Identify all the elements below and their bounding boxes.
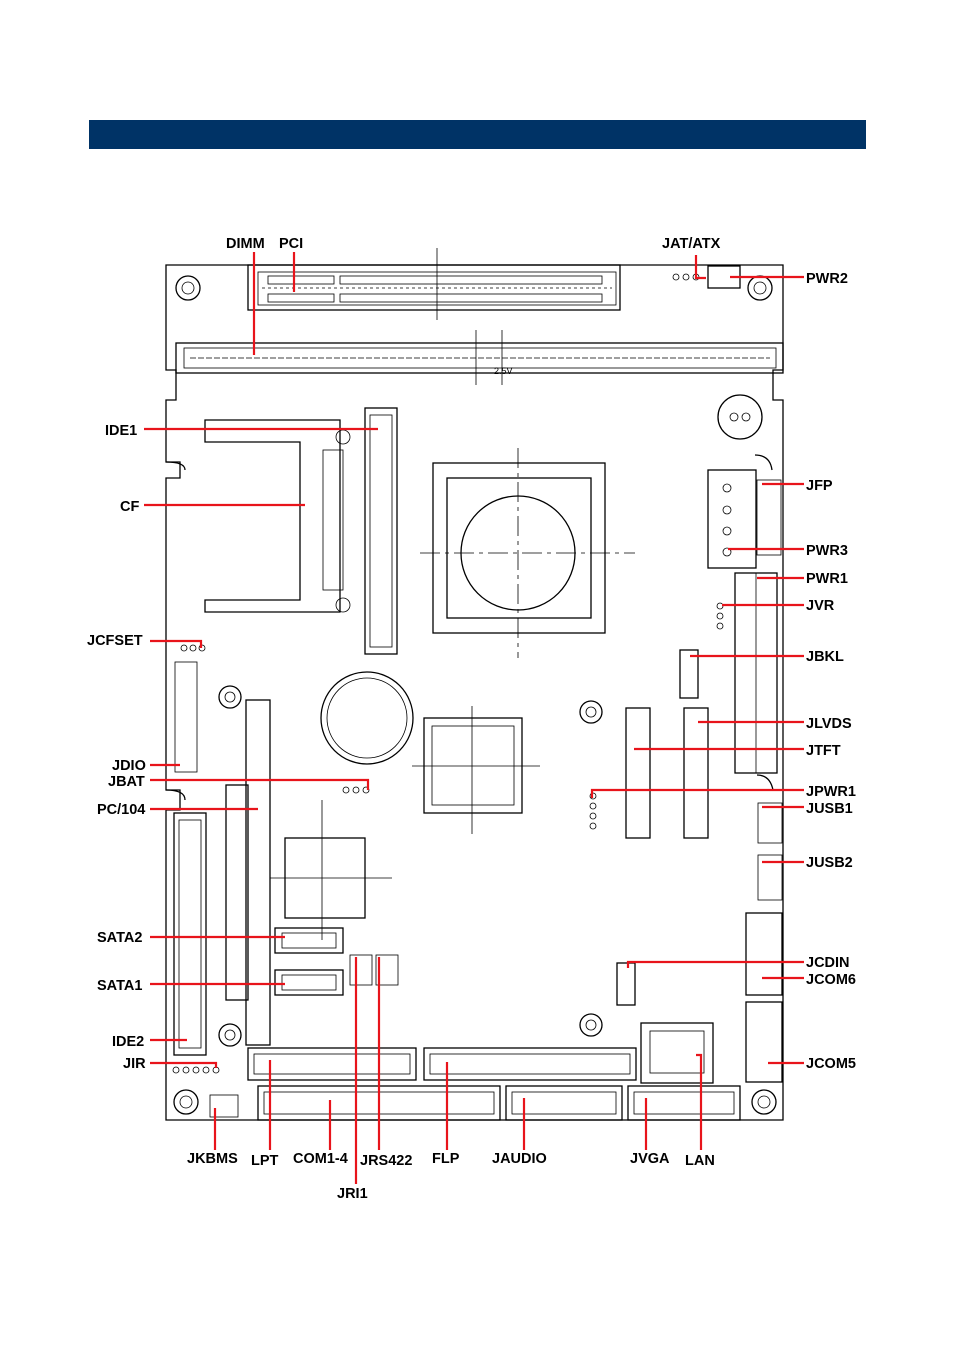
label-lan: LAN xyxy=(685,1153,715,1169)
jvga-connector xyxy=(628,1086,740,1120)
label-jcom6: JCOM6 xyxy=(806,972,856,988)
sata2-connector xyxy=(275,928,343,953)
dimm-voltage-text: 2.5V xyxy=(494,366,513,376)
pci-slot xyxy=(248,248,620,320)
jcom5-header xyxy=(746,1002,782,1082)
label-cf: CF xyxy=(120,499,139,515)
lpt-connector xyxy=(248,1048,416,1080)
label-jvr: JVR xyxy=(806,598,835,614)
jlvds-connector xyxy=(626,708,708,838)
label-jpwr1: JPWR1 xyxy=(806,784,856,800)
label-jat-atx: JAT/ATX xyxy=(662,236,721,252)
jcom6-header xyxy=(746,913,782,995)
label-jbkl: JBKL xyxy=(806,649,844,665)
board-outline xyxy=(166,265,783,1120)
component-labels: DIMM PCI JAT/ATX PWR2 IDE1 CF JCFSET JDI… xyxy=(87,236,856,1202)
mounting-hole-icon xyxy=(174,276,776,1114)
ide2-connector xyxy=(174,813,206,1055)
sata1-connector xyxy=(275,970,343,995)
label-pwr1: PWR1 xyxy=(806,571,848,587)
dimm-slot: 2.5V xyxy=(176,330,783,385)
label-com1-4: COM1-4 xyxy=(293,1151,348,1167)
jdio-header xyxy=(175,662,197,772)
label-jusb2: JUSB2 xyxy=(806,855,853,871)
cf-socket xyxy=(205,420,350,612)
label-jcom5: JCOM5 xyxy=(806,1056,856,1072)
label-pwr3: PWR3 xyxy=(806,543,848,559)
chipset-chip xyxy=(412,706,540,834)
label-jdio: JDIO xyxy=(112,758,146,774)
label-jcfset: JCFSET xyxy=(87,633,143,649)
lan-jack xyxy=(641,1023,713,1083)
label-sata1: SATA1 xyxy=(97,978,142,994)
pc104-connector xyxy=(226,700,270,1045)
jvr-header xyxy=(717,603,723,629)
label-flp: FLP xyxy=(432,1151,460,1167)
label-jrs422: JRS422 xyxy=(360,1153,412,1169)
jcdin-connector xyxy=(617,963,635,1005)
label-jlvds: JLVDS xyxy=(806,716,852,732)
buzzer-icon xyxy=(718,395,762,439)
label-jir: JIR xyxy=(123,1056,146,1072)
jri-jrs422-headers xyxy=(350,955,398,985)
label-jbat: JBAT xyxy=(108,774,145,790)
label-lpt: LPT xyxy=(251,1153,279,1169)
pwr3-connector xyxy=(708,470,756,568)
label-jkbms: JKBMS xyxy=(187,1151,238,1167)
label-jfp: JFP xyxy=(806,478,833,494)
cpu-chip xyxy=(420,448,635,658)
label-ide1: IDE1 xyxy=(105,423,137,439)
flp-connector xyxy=(424,1048,636,1080)
label-ide2: IDE2 xyxy=(112,1034,144,1050)
bios-chip xyxy=(270,800,392,940)
label-jvga: JVGA xyxy=(630,1151,670,1167)
label-jtft: JTFT xyxy=(806,743,841,759)
jir-header xyxy=(173,1067,219,1073)
battery-icon xyxy=(321,672,413,764)
label-jusb1: JUSB1 xyxy=(806,801,853,817)
label-pci: PCI xyxy=(279,236,303,252)
label-dimm: DIMM xyxy=(226,236,265,252)
jbkl-connector xyxy=(680,650,698,698)
label-pc104: PC/104 xyxy=(97,802,145,818)
label-pwr2: PWR2 xyxy=(806,271,848,287)
label-jri1: JRI1 xyxy=(337,1186,368,1202)
jpwr1-header xyxy=(590,793,596,829)
jbat-header xyxy=(343,787,369,793)
label-jcdin: JCDIN xyxy=(806,955,850,971)
label-sata2: SATA2 xyxy=(97,930,142,946)
jusb-headers xyxy=(758,803,782,900)
label-jaudio: JAUDIO xyxy=(492,1151,547,1167)
right-edge-connector xyxy=(735,573,777,773)
ide1-connector xyxy=(365,408,397,654)
jfp-header xyxy=(757,480,781,555)
